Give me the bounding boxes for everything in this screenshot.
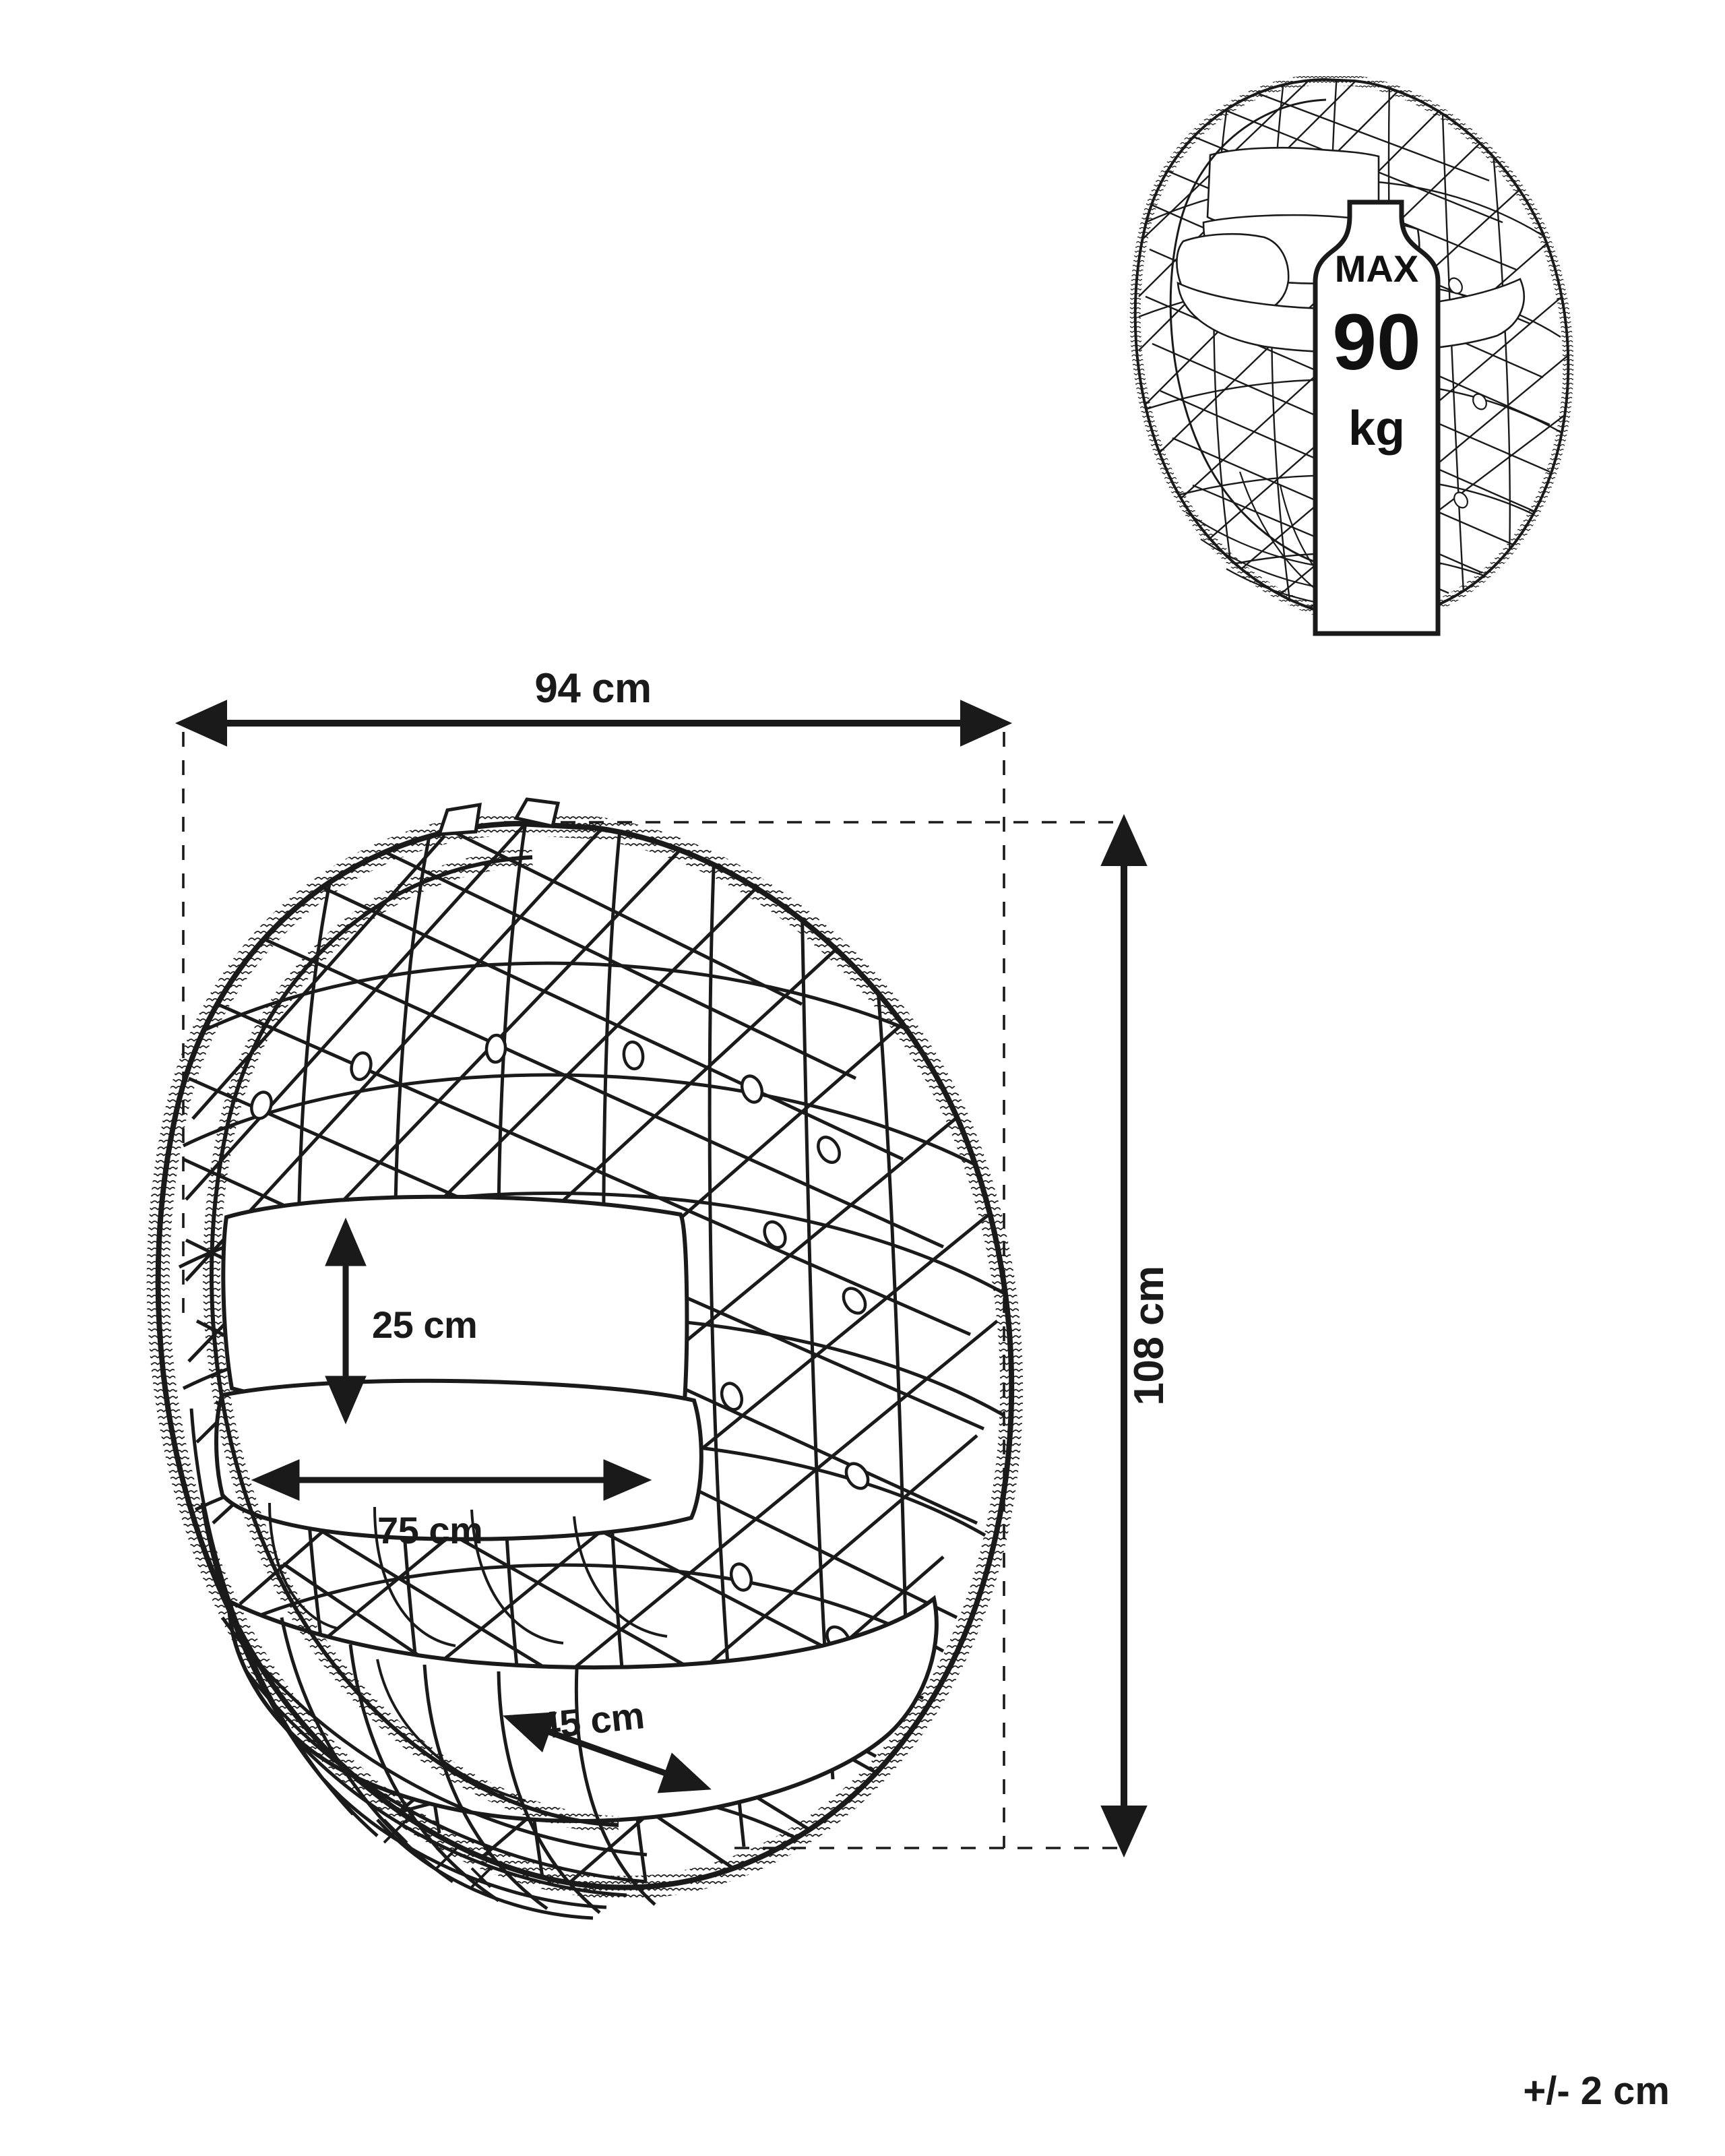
lumbar-cushion (214, 1378, 703, 1541)
base-knots (383, 1818, 492, 1888)
cushion-fold-3 (470, 1509, 564, 1644)
cushion-fold-2 (373, 1506, 456, 1647)
dimension-height-108: 108 cm (1100, 813, 1172, 1858)
seat-width-label: 75 cm (377, 1509, 482, 1551)
inset-chair-view: MAX 90 kg (1129, 73, 1574, 636)
cushion-arrow-head-top (325, 1217, 367, 1266)
cushion-height-label: 25 cm (372, 1303, 477, 1346)
width-label: 94 cm (534, 665, 651, 712)
seatwidth-arrow-head-right (603, 1459, 652, 1501)
shell-inner-lip-weave (203, 849, 619, 1834)
tolerance-note: +/- 2 cm (1523, 2069, 1670, 2113)
height-arrow-head-bottom (1100, 1806, 1148, 1858)
dimension-seat-width-75: 75 cm (251, 1459, 652, 1551)
lattice-joints (250, 1033, 870, 1653)
seatdepth-arrow-shaft (522, 1720, 691, 1785)
max-value: 90 (1332, 298, 1420, 387)
width-arrow-head-right (960, 700, 1013, 747)
cushion-arrow-head-bottom (325, 1376, 367, 1425)
main-rim-weave (146, 811, 1024, 1899)
height-arrow-head-top (1100, 813, 1148, 866)
dimension-width-94: 94 cm (175, 665, 1013, 747)
weight-bottle-shape (1313, 199, 1441, 636)
max-load-badge: MAX 90 kg (1313, 199, 1441, 636)
seatdepth-arrow-head-left (503, 1712, 557, 1753)
hanging-loop-tabs (437, 797, 561, 836)
main-chair-view (146, 797, 1024, 1920)
height-label: 108 cm (1126, 1266, 1172, 1405)
max-unit: kg (1348, 402, 1405, 456)
seatwidth-arrow-head-left (251, 1459, 300, 1501)
cushion-fold-4 (573, 1516, 668, 1638)
dimension-cushion-height-25: 25 cm (325, 1217, 478, 1425)
base-weave-detail (189, 1408, 656, 1920)
seatdepth-arrow-head-right (657, 1752, 712, 1793)
main-cushions (214, 1194, 939, 1824)
max-label: MAX (1335, 247, 1418, 290)
width-arrow-head-left (175, 700, 227, 747)
